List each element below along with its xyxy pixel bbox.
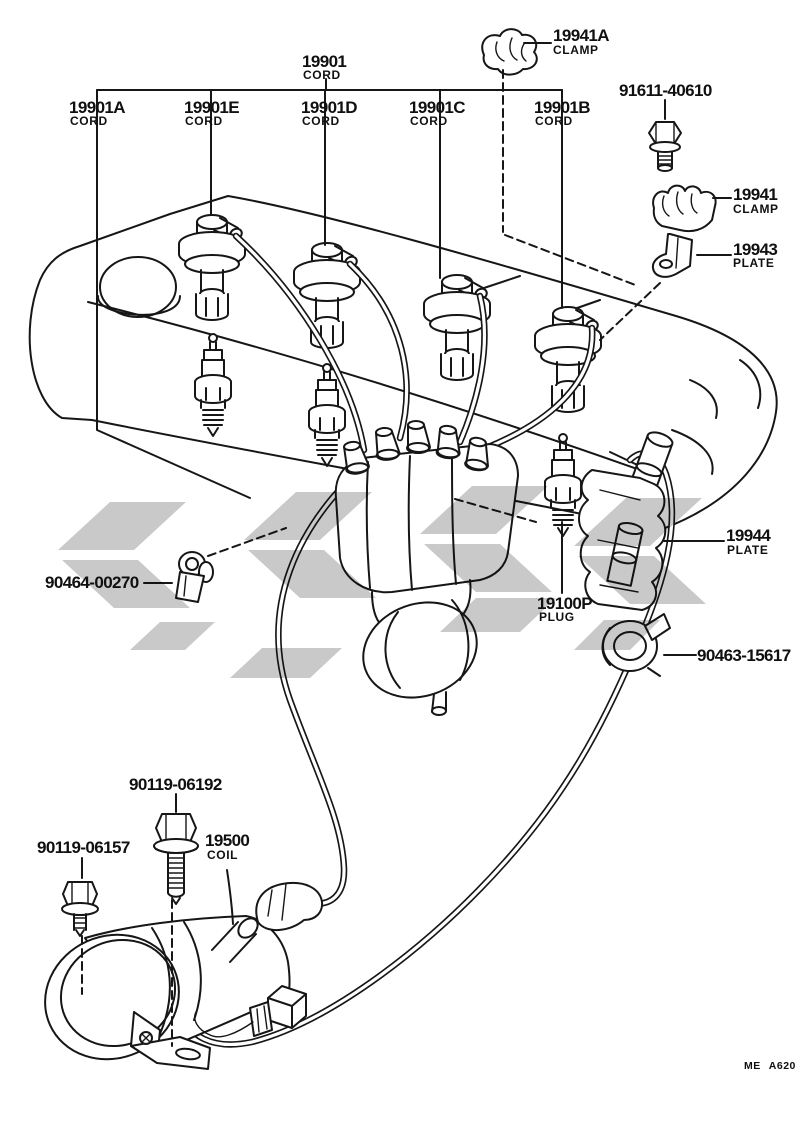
part-label-91611-number: 91611-40610 bbox=[619, 81, 712, 100]
clamp-19941a bbox=[481, 28, 538, 76]
part-label-19944-name: PLATE bbox=[727, 543, 769, 557]
figure-code: ME A620 bbox=[744, 1060, 796, 1072]
part-label-19944-number: 19944 bbox=[726, 526, 771, 545]
part-label-19941a-name: CLAMP bbox=[553, 43, 599, 57]
part-label-19901b-number: 19901B bbox=[534, 98, 591, 117]
part-label-19943-number: 19943 bbox=[733, 240, 778, 259]
plate-19943 bbox=[651, 233, 693, 278]
part-label-19941-number: 19941 bbox=[733, 185, 778, 204]
ignition-coil-drawing bbox=[44, 882, 324, 1070]
part-label-19941-name: CLAMP bbox=[733, 202, 779, 216]
part-label-19100p-number: 19100P bbox=[537, 594, 593, 613]
part-label-19100p-name: PLUG bbox=[539, 610, 575, 624]
bolt-90119-06192 bbox=[153, 813, 199, 905]
part-label-19901-number: 19901 bbox=[302, 52, 347, 71]
part-label-19901c-number: 19901C bbox=[409, 98, 466, 117]
part-label-19901-name: CORD bbox=[303, 68, 341, 82]
part-label-90463-number: 90463-15617 bbox=[697, 646, 791, 665]
clamp-19941 bbox=[652, 184, 717, 233]
part-label-19500-name: COIL bbox=[207, 848, 239, 862]
part-label-19901c-name: CORD bbox=[410, 114, 448, 128]
clamp-90464 bbox=[175, 551, 214, 603]
part-label-19901d-name: CORD bbox=[302, 114, 340, 128]
part-label-19901a-name: CORD bbox=[70, 114, 108, 128]
bolt-91611 bbox=[648, 121, 682, 172]
part-label-90119-06192-number: 90119-06192 bbox=[129, 775, 222, 794]
part-label-90464-number: 90464-00270 bbox=[45, 573, 139, 592]
part-label-19901e-number: 19901E bbox=[184, 98, 240, 117]
part-label-19901d-number: 19901D bbox=[301, 98, 358, 117]
part-label-90119-06157-number: 90119-06157 bbox=[37, 838, 130, 857]
bolt-90119-06157 bbox=[61, 881, 99, 937]
leader-lines bbox=[81, 42, 732, 925]
part-label-19941a-number: 19941A bbox=[553, 26, 610, 45]
watermark-logo bbox=[58, 486, 706, 678]
part-label-19901e-name: CORD bbox=[185, 114, 223, 128]
part-label-19500-number: 19500 bbox=[205, 831, 250, 850]
part-label-19901b-name: CORD bbox=[535, 114, 573, 128]
part-label-19943-name: PLATE bbox=[733, 256, 775, 270]
part-label-19901a-number: 19901A bbox=[69, 98, 126, 117]
